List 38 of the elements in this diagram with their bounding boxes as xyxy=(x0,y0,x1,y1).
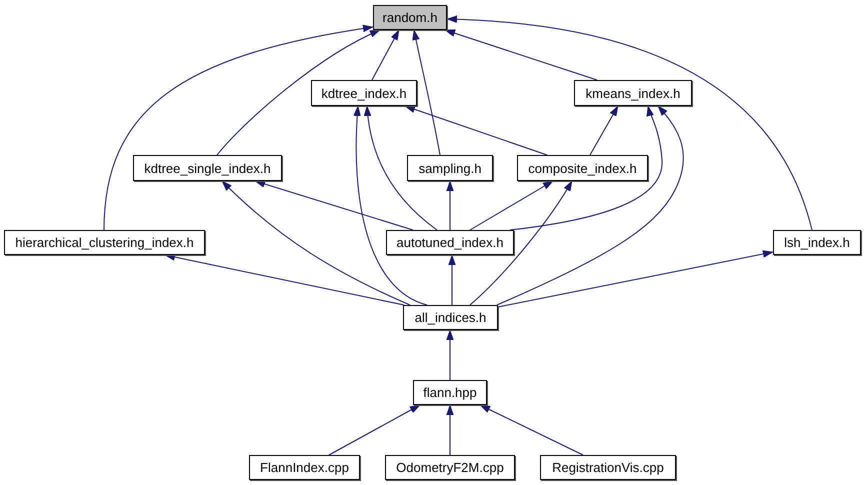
file-box: lsh_index.h xyxy=(773,230,861,255)
arrow xyxy=(328,404,420,456)
arrow xyxy=(470,180,554,230)
arrow xyxy=(444,30,598,80)
current-file-box: random.h xyxy=(373,5,447,30)
arrow xyxy=(480,404,584,456)
file-box: RegistrationVis.cpp xyxy=(540,455,676,480)
arrow xyxy=(470,180,572,306)
arrow xyxy=(498,250,774,308)
arrow xyxy=(446,330,454,380)
arrow xyxy=(448,254,456,306)
arrow xyxy=(412,30,440,156)
arrow xyxy=(354,106,428,306)
file-box: sampling.h xyxy=(407,155,493,181)
arrow xyxy=(164,253,404,306)
file-box: hierarchical_clustering_index.h xyxy=(4,230,205,255)
arrow xyxy=(104,24,374,230)
arrow xyxy=(496,106,684,306)
file-box: kdtree_index.h xyxy=(311,80,417,106)
arrow xyxy=(446,16,812,230)
arrow xyxy=(404,106,548,156)
file-box: all_indices.h xyxy=(403,305,498,330)
arrow xyxy=(222,180,410,306)
arrow xyxy=(216,30,380,156)
arrow xyxy=(364,106,438,230)
file-box: flann.hpp xyxy=(413,380,487,405)
file-box: OdometryF2M.cpp xyxy=(385,455,515,480)
file-box: autotuned_index.h xyxy=(386,230,514,255)
file-box: FlannIndex.cpp xyxy=(249,455,360,480)
arrow xyxy=(510,106,662,230)
file-box: kdtree_single_index.h xyxy=(133,155,282,181)
file-box: composite_index.h xyxy=(517,155,648,181)
arrow xyxy=(446,404,454,456)
arrow xyxy=(254,180,414,230)
arrow xyxy=(590,106,618,156)
arrow xyxy=(446,180,454,230)
arrow xyxy=(372,30,400,80)
file-box: kmeans_index.h xyxy=(574,80,692,106)
